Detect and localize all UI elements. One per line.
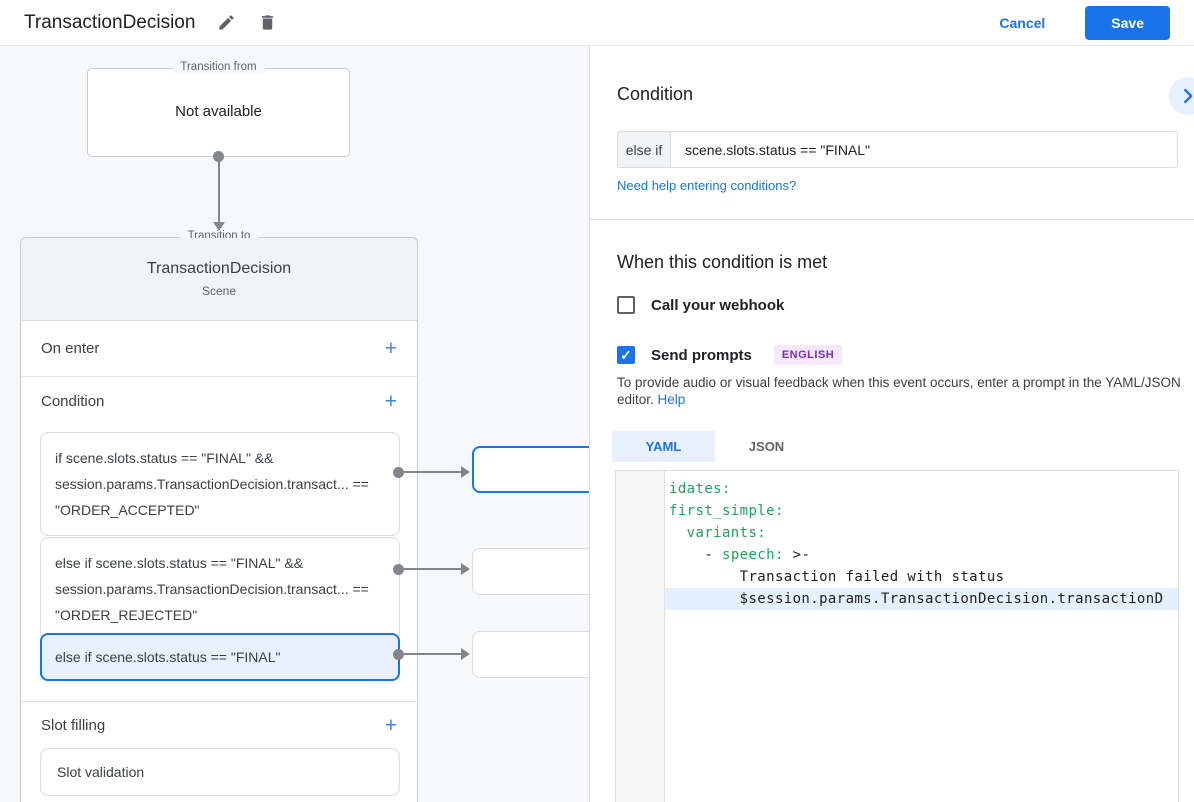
- cancel-button[interactable]: Cancel: [999, 14, 1046, 31]
- scene-type-label: Scene: [201, 284, 237, 298]
- condition-item-3-selected[interactable]: else if scene.slots.status == "FINAL": [40, 633, 400, 681]
- transition-from-legend: Transition from: [172, 61, 265, 73]
- condition-heading: Condition: [617, 84, 694, 104]
- code-line-2: ▾2 first_simple:: [616, 500, 1178, 522]
- arrow-right-icon: [461, 648, 470, 660]
- condition-prefix: else if: [618, 132, 671, 167]
- code-text: Transaction failed with status: [669, 569, 1005, 585]
- transition-from-value: Not available: [175, 103, 262, 120]
- arrow-down-icon: [213, 222, 225, 231]
- editor-gutter: [616, 471, 665, 802]
- code-line-5: 5 Transaction failed with status: [616, 566, 1178, 588]
- transition-from-node: Transition from Not available: [87, 61, 350, 157]
- pencil-icon: [217, 13, 236, 32]
- connector-dot: [393, 564, 404, 575]
- edit-title-button[interactable]: [217, 13, 236, 32]
- condition-detail-panel: Condition else if Need help entering con…: [589, 46, 1194, 802]
- arrow-right-icon: [461, 563, 470, 575]
- trash-icon: [258, 13, 277, 32]
- send-prompts-label: Send prompts: [651, 346, 752, 364]
- condition-expression-input[interactable]: [671, 132, 1177, 167]
- connector-line: [218, 161, 220, 223]
- transition-target-node-1[interactable]: [472, 446, 589, 493]
- code-text: variants:: [669, 525, 767, 541]
- scene-name: TransactionDecision: [146, 260, 292, 277]
- add-slot-button[interactable]: +: [384, 713, 397, 737]
- connector-dot: [393, 467, 404, 478]
- condition-help-link[interactable]: Need help entering conditions?: [617, 178, 797, 193]
- tab-json[interactable]: JSON: [748, 439, 785, 454]
- on-enter-label: On enter: [41, 340, 100, 357]
- transition-target-node-2[interactable]: [472, 548, 589, 595]
- code-text: speech:: [721, 547, 784, 563]
- code-text: first_simple:: [669, 503, 784, 519]
- code-text: -: [669, 547, 722, 563]
- send-prompts-row: ✓ Send prompts ENGLISH: [617, 345, 843, 365]
- connector-dot: [213, 151, 224, 162]
- code-line-1: ▾1 idates:: [616, 478, 1178, 500]
- code-line-6: 6 $session.params.TransactionDecision.tr…: [616, 588, 1178, 610]
- collapse-panel-button[interactable]: [1169, 77, 1194, 115]
- help-link[interactable]: Help: [657, 392, 686, 407]
- panel-divider: [590, 219, 1194, 220]
- on-enter-row: On enter +: [21, 321, 417, 376]
- connector-dot: [393, 649, 404, 660]
- code-text: idates:: [669, 481, 731, 497]
- condition-expression-group: else if: [617, 131, 1178, 168]
- connector-line: [404, 568, 461, 570]
- arrow-right-icon: [461, 466, 470, 478]
- slot-validation-item[interactable]: Slot validation: [40, 748, 400, 796]
- scene-card-header: TransactionDecision Scene: [21, 238, 417, 321]
- connector-line: [404, 653, 461, 655]
- active-code-line: $session.params.TransactionDecision.tran…: [665, 588, 1178, 610]
- code-line-7: 7: [616, 610, 1178, 632]
- send-prompts-checkbox[interactable]: ✓: [617, 346, 635, 364]
- tab-yaml[interactable]: YAML: [612, 431, 715, 462]
- yaml-code-editor[interactable]: ▾1 idates: ▾2 first_simple: ▾3 variants:…: [615, 470, 1179, 802]
- transition-to-node: Transition to TransactionDecision Scene …: [20, 230, 418, 802]
- transition-target-node-3[interactable]: [472, 631, 589, 678]
- delete-scene-button[interactable]: [258, 13, 277, 32]
- call-webhook-label: Call your webhook: [651, 296, 785, 314]
- flow-canvas: Transition from Not available Transition…: [0, 46, 589, 802]
- save-button[interactable]: Save: [1085, 5, 1170, 40]
- code-text: >-: [783, 547, 811, 563]
- language-badge: ENGLISH: [773, 345, 843, 365]
- condition-item-2[interactable]: else if scene.slots.status == "FINAL" &&…: [40, 537, 400, 641]
- connector-line: [404, 471, 461, 473]
- prompt-description: To provide audio or visual feedback when…: [617, 374, 1191, 408]
- condition-item-1[interactable]: if scene.slots.status == "FINAL" && sess…: [40, 432, 400, 536]
- page-title: TransactionDecision: [24, 11, 196, 33]
- code-line-4: ▾4 - speech: >-: [616, 544, 1178, 566]
- webhook-row: Call your webhook: [617, 296, 784, 314]
- add-condition-button[interactable]: +: [384, 389, 397, 413]
- code-text: $session.params.TransactionDecision.tran…: [669, 591, 1164, 607]
- code-line-3: ▾3 variants:: [616, 522, 1178, 544]
- add-on-enter-button[interactable]: +: [384, 337, 397, 360]
- condition-section-label: Condition: [41, 392, 105, 410]
- when-condition-heading: When this condition is met: [617, 252, 828, 272]
- top-bar: TransactionDecision Cancel Save: [0, 0, 1194, 46]
- chevron-right-icon: [1177, 85, 1194, 107]
- call-webhook-checkbox[interactable]: [617, 296, 635, 314]
- condition-section-row: Condition +: [21, 377, 417, 425]
- slot-filling-row: Slot filling +: [21, 702, 417, 748]
- editor-format-tabs: YAML JSON: [612, 431, 818, 462]
- slot-filling-label: Slot filling: [41, 716, 106, 734]
- prompt-description-text: To provide audio or visual feedback when…: [617, 375, 1181, 407]
